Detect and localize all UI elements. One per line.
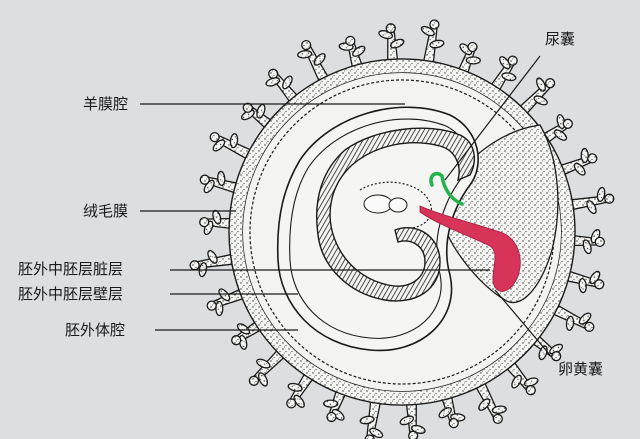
villus-tip <box>594 279 605 290</box>
villus-tip <box>301 39 312 51</box>
villus-tip <box>199 216 210 228</box>
villus-branch <box>229 133 239 149</box>
villus-branch <box>323 399 339 408</box>
label-exocoelom: 胚外体腔 <box>65 321 126 339</box>
villus-branch <box>465 56 481 65</box>
villus-tip <box>507 55 518 66</box>
villus-branch <box>256 358 271 369</box>
villus-tip <box>326 411 337 423</box>
villus-branch <box>533 95 548 106</box>
villus-tip <box>587 153 598 164</box>
villus-branch <box>580 147 589 164</box>
villus-tip <box>242 102 253 113</box>
villus-branch <box>217 170 226 187</box>
yolk-sac-highlight <box>419 205 521 292</box>
villus-tip <box>209 131 220 143</box>
leader-yolk-sac <box>494 289 551 356</box>
amnion-inner-line <box>289 118 468 339</box>
embryo-body <box>315 127 476 302</box>
label-visceral-layer: 胚外中胚层脏层 <box>18 260 124 278</box>
villus-tip <box>189 260 200 271</box>
villus-branch <box>553 129 568 141</box>
villus-branch <box>287 382 303 392</box>
villus-branch <box>511 374 522 389</box>
villus-branch <box>596 186 606 202</box>
villus-branch <box>352 45 366 57</box>
villus-branch <box>218 288 231 302</box>
villus-branch <box>491 405 507 414</box>
villus-branch <box>536 77 546 92</box>
villus-branch <box>578 277 587 294</box>
label-amniotic-cavity: 羊膜腔 <box>83 95 129 113</box>
villus-branch <box>586 200 597 215</box>
label-yolk-sac: 卵黄囊 <box>558 360 604 378</box>
villus-branch <box>578 312 592 325</box>
villus-tip <box>231 335 242 346</box>
villus-branch <box>573 162 586 176</box>
villus-branch <box>399 415 415 426</box>
label-chorion: 绒毛膜 <box>83 202 129 220</box>
villus-branch <box>297 50 313 59</box>
villus-branch <box>501 72 517 82</box>
villus-tip <box>408 430 419 439</box>
villus-tip <box>206 300 217 311</box>
villus-branch <box>420 25 435 37</box>
label-parietal-layer: 胚外中胚层壁层 <box>18 285 124 303</box>
villus-branch <box>438 407 452 419</box>
villus-branch <box>236 323 251 335</box>
villus-tip <box>268 68 279 79</box>
allantois-highlight <box>429 171 464 206</box>
villus-branch <box>565 315 575 331</box>
villus-branch <box>207 249 218 264</box>
villus-tip <box>429 19 440 30</box>
villus-tip <box>525 385 536 396</box>
villus-tip <box>199 174 210 185</box>
villus-branch <box>282 75 293 90</box>
villus-tip <box>448 417 459 429</box>
villus-tip <box>544 78 556 89</box>
villus-tip <box>345 35 356 47</box>
villus-branch <box>359 415 375 425</box>
villus-branch <box>212 139 226 152</box>
villus-tip <box>492 413 503 425</box>
villus-tip <box>286 398 297 409</box>
villus-tip <box>364 434 375 439</box>
villus-branch <box>429 39 445 49</box>
villus-branch <box>369 427 384 439</box>
villus-tip <box>551 351 562 362</box>
villus-branch <box>258 372 268 387</box>
embryo-gut-loop <box>359 181 432 229</box>
villus-tip <box>248 375 260 386</box>
villus-branch <box>582 239 592 255</box>
villus-branch <box>313 53 326 66</box>
villus-branch <box>478 398 491 411</box>
villus-tip <box>604 193 615 204</box>
villus-tip <box>562 118 573 129</box>
leader-allantois <box>444 55 541 181</box>
villus-tip <box>467 41 478 53</box>
villus-branch <box>215 300 224 317</box>
villus-branch <box>389 38 405 49</box>
villus-tip <box>385 23 396 34</box>
villus-tip <box>594 236 605 248</box>
villus-tip <box>584 321 595 333</box>
embryo-heart-cell <box>388 197 408 213</box>
label-allantois: 尿囊 <box>545 30 576 48</box>
embryo-head-cell <box>363 194 393 214</box>
